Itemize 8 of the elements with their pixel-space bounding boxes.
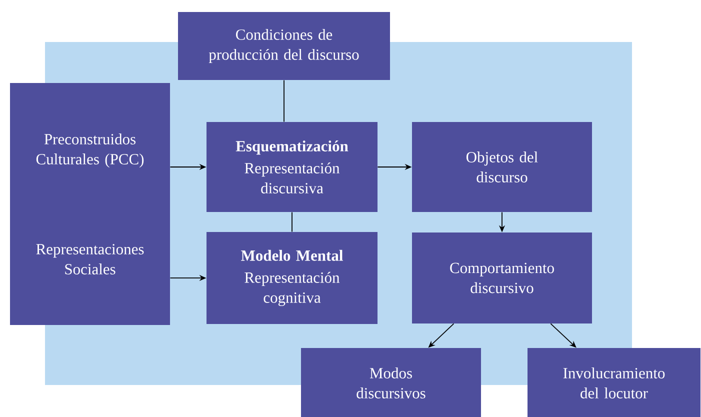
text-box: Modelo Mental Representación cognitiva	[206, 232, 378, 324]
text-box: Preconstruidos Culturales (PCC) Representaciones Sociales	[10, 83, 170, 325]
text-box: Involucramiento del locutor	[528, 348, 700, 417]
text-box: Modos discursivos	[301, 348, 481, 417]
text-box: Comportamiento discursivo	[412, 232, 592, 324]
text-box: Condiciones de producción del discurso	[178, 12, 390, 80]
text-box: Esquematización Representación discursiva	[206, 122, 378, 212]
text-box: Objetos del discurso	[412, 122, 592, 212]
